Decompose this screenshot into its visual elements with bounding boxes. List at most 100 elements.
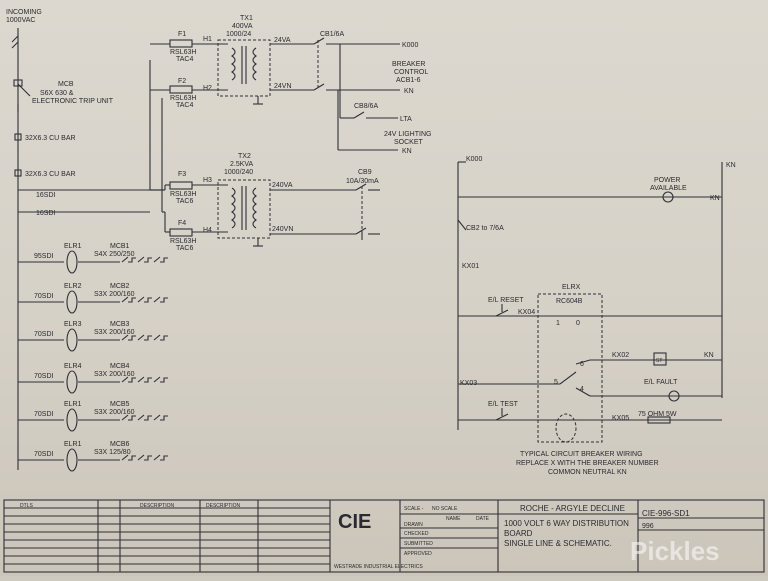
feeder-5-pole-3-contact	[153, 414, 168, 421]
tx2-f3-label: F3	[178, 171, 186, 178]
ctrl-elrx: ELRX	[562, 284, 581, 291]
elrx-changeover-contact-icon	[559, 359, 591, 397]
feeder-1-mcb: MCB1	[110, 243, 130, 250]
tb-scale-value: NO SCALE	[432, 506, 458, 512]
cb8-label: CB8/6A	[354, 103, 378, 110]
tx1-h2: H2	[203, 85, 212, 92]
tx1-fuse2-type: RSL63H	[170, 95, 196, 102]
busbar-1-label: 32X6.3 CU BAR	[25, 135, 76, 142]
watermark-logo: Pickles	[630, 536, 720, 566]
tx2-rating: 2.5KVA	[230, 161, 254, 168]
feeder-1-elr: ELR1	[64, 243, 82, 250]
feeder-3-elr: ELR3	[64, 321, 82, 328]
tb-company-name: WESTRADE INDUSTRIAL ELECTRICS	[334, 564, 423, 570]
cb1-breaker-symbol	[313, 37, 400, 151]
feeder-3-pole-3-contact	[153, 334, 168, 341]
feeder-3-ct-icon	[66, 328, 78, 352]
feeder-1-pole-3-contact	[153, 256, 168, 263]
tb-company-logo: CIE	[338, 511, 371, 533]
feeder-3-mcb: MCB3	[110, 321, 130, 328]
fuse-f3-symbol	[169, 181, 193, 190]
feeder-2-mcb: MCB2	[110, 283, 130, 290]
feeder-5-mcb: MCB5	[110, 401, 130, 408]
ctrl-terminal-5: 5	[554, 379, 558, 386]
tb-scale-label: SCALE -	[404, 506, 424, 512]
feeder-2-pole-2-contact	[137, 296, 152, 303]
ctrl-kx02: KX02	[612, 352, 629, 359]
el-reset-pushbutton-icon	[495, 304, 509, 317]
feeder-4-pole-2-contact	[137, 376, 152, 383]
main-mcb-symbol	[13, 79, 31, 112]
core-balance-toroid-icon	[555, 413, 577, 443]
feeder-5-cable: 70SDI	[34, 411, 54, 418]
fuse-f1-symbol	[169, 39, 193, 48]
tx2-fuse4-type: RSL63H	[170, 238, 196, 245]
tx1-h1: H1	[203, 36, 212, 43]
feeder-6-pole-1-contact	[121, 454, 136, 461]
feeder-1-cable: 95SDI	[34, 253, 54, 260]
ctrl-note-3: COMMON NEUTRAL KN	[548, 469, 627, 476]
cb1-desc-breaker: BREAKER	[392, 61, 425, 68]
feeder-6-cable: 70SDI	[34, 451, 54, 458]
feeder-4-cable: 70SDI	[34, 373, 54, 380]
tb-approved: APPROVED	[404, 551, 432, 557]
feeder-5-ct-icon	[66, 408, 78, 432]
main-mcb-label: MCB	[58, 81, 74, 88]
main-mcb-trip-unit: ELECTRONIC TRIP UNIT	[32, 98, 114, 105]
ctrl-note-1: TYPICAL CIRCUIT BREAKER WIRING	[520, 451, 643, 458]
test-resistor-symbol	[647, 416, 671, 424]
elrx-relay-box	[537, 293, 603, 443]
control-rails	[457, 161, 723, 430]
cb1-output-k000: K000	[402, 42, 418, 49]
feeder-5-elr: ELR1	[64, 401, 82, 408]
tb-col-description: DESCRIPTION	[140, 503, 175, 509]
feeder-5-pole-1-contact	[121, 414, 136, 421]
tb-title-2: BOARD	[504, 529, 533, 538]
feeder-2-cable: 70SDI	[34, 293, 54, 300]
feeder-6-rating: S3X 125/80	[94, 449, 131, 456]
feeder-2-pole-3-contact	[153, 296, 168, 303]
tx2-fuse4-rating: TAC6	[176, 245, 193, 252]
tb-submitted: SUBMITTED	[404, 541, 433, 547]
feeder-4-pole-1-contact	[121, 376, 136, 383]
feeder-4-rating: S3X 200/160	[94, 371, 135, 378]
tx2-fuse3-rating: TAC6	[176, 198, 193, 205]
main-incoming-line	[11, 28, 19, 470]
el-test-pushbutton-icon	[495, 408, 509, 421]
tb-title-1: 1000 VOLT 6 WAY DISTRIBUTION	[504, 519, 629, 528]
tx1-name: TX1	[240, 15, 253, 22]
tb-col-description-2: DESCRIPTION	[206, 503, 241, 509]
ctrl-resistor: 75 OHM 5W	[638, 411, 677, 418]
tx2-h3: H3	[203, 177, 212, 184]
el-fault-lamp-icon	[668, 390, 680, 402]
cb8-lta: LTA	[400, 116, 412, 123]
tb-date-header: DATE	[476, 516, 490, 522]
cable-16sdi-1: 16SDI	[36, 192, 56, 199]
tb-name-header: NAME	[446, 516, 461, 522]
feeder-1-ct-icon	[66, 250, 78, 274]
ctrl-power-available: AVAILABLE	[650, 185, 687, 192]
ctrl-note-2: REPLACE X WITH THE BREAKER NUMBER	[516, 460, 659, 467]
feeder-5-pole-2-contact	[137, 414, 152, 421]
feeder-6-pole-2-contact	[137, 454, 152, 461]
ctrl-kx05: KX05	[612, 415, 629, 422]
ctrl-terminal-1: 1	[556, 320, 560, 327]
tb-drawing-number: CIE-996-SD1	[642, 509, 690, 518]
tx1-fuse1-rating: TAC4	[176, 56, 193, 63]
cb1-desc-acb: ACB1-6	[396, 77, 421, 84]
tx1-ratio: 1000/24	[226, 31, 251, 38]
feeder-6-pole-3-contact	[153, 454, 168, 461]
tb-project: ROCHE - ARGYLE DECLINE	[520, 504, 625, 513]
tx2-fuse3-type: RSL63H	[170, 191, 196, 198]
ctrl-el-reset: E/L RESET	[488, 297, 524, 304]
feeder-2-elr: ELR2	[64, 283, 82, 290]
feeder-4-pole-3-contact	[153, 376, 168, 383]
tx2-f4-label: F4	[178, 220, 186, 227]
feeder-1-rating: S4X 250/250	[94, 251, 135, 258]
tx1-f1-label: F1	[178, 31, 186, 38]
feeder-3-pole-1-contact	[121, 334, 136, 341]
feeder-6-ct-icon	[66, 448, 78, 472]
feeder-3-rating: S3X 200/160	[94, 329, 135, 336]
